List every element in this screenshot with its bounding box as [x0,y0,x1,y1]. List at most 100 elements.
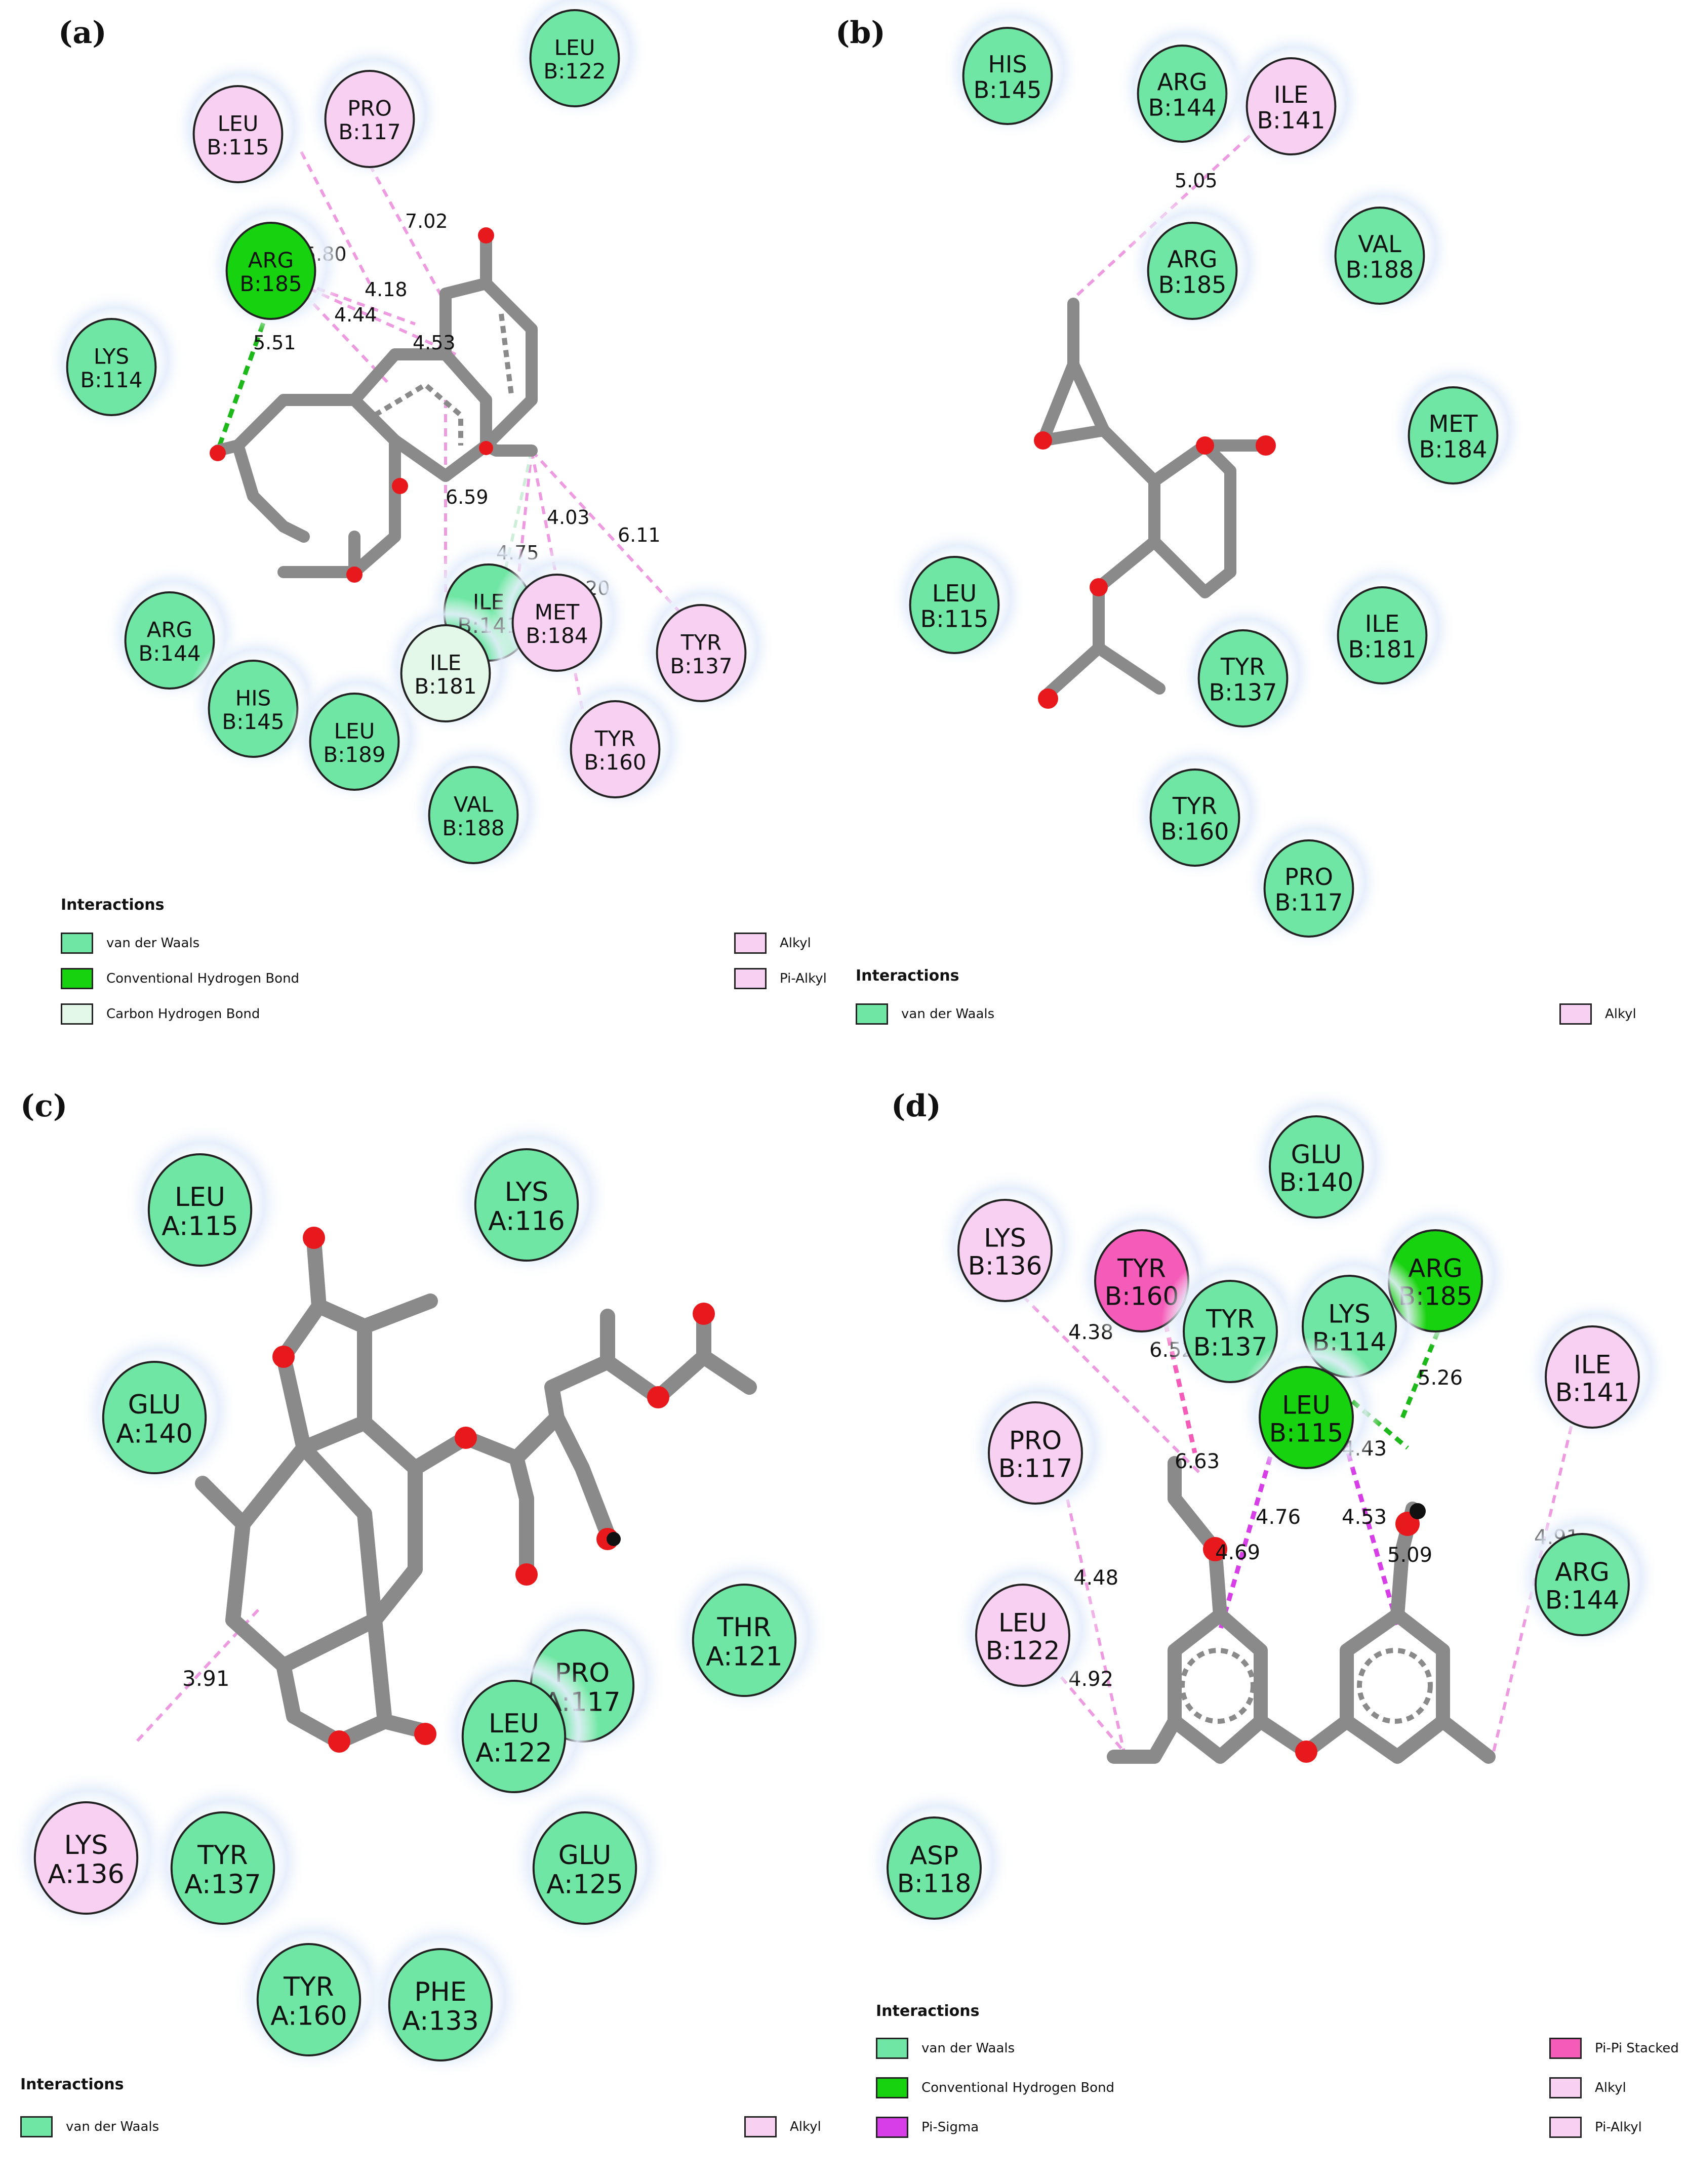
legend-label: van der Waals [921,2041,1015,2056]
legend-item-pialkyl: Pi-Alkyl [734,968,827,989]
legend-label: Carbon Hydrogen Bond [106,1006,260,1022]
residue-id: B:188 [1346,256,1414,284]
residue-id: A:115 [162,1211,238,1241]
residue-id: B:137 [1193,1332,1268,1362]
residue-name: TYR [283,1972,334,2002]
residue-disc [1183,1280,1278,1383]
residue-id: B:122 [543,59,606,84]
legend-item-alkyl: Alkyl [734,933,811,954]
panel-d-ligand [1107,1456,1496,1764]
legend-label: Alkyl [790,2119,821,2134]
residue-disc [957,1199,1053,1302]
residue-id: B:145 [974,76,1042,104]
residue-name: ILE [1274,81,1308,108]
residue-id: B:117 [1275,889,1343,916]
distance-label: 3.91 [182,1666,230,1691]
panel-a-residues: LEUB:122LEUB:115PROB:117ARGB:185LYSB:114… [46,0,775,878]
residue-name: LEU [1282,1391,1331,1420]
legend-label: Conventional Hydrogen Bond [921,2080,1115,2095]
residue-name: ARG [248,248,294,273]
residue-disc [962,27,1053,125]
residue-id: B:137 [1209,679,1277,706]
legend-label: Conventional Hydrogen Bond [106,971,300,986]
residue-id: B:188 [442,816,504,840]
panel-d-diagram: 4.38 6.52 5.26 6.63 4.43 4.76 4.53 4.69 … [865,1086,1670,1934]
legend-swatch-vdw [876,2038,908,2059]
distance-label: 4.44 [334,304,377,326]
residue-disc [1545,1325,1640,1429]
residue-name: LYS [984,1224,1026,1253]
legend-swatch-hbond [876,2077,908,2098]
residue-id: A:136 [48,1859,124,1889]
legend-swatch-pisigma [876,2117,908,2138]
residue-disc [529,9,620,107]
residue-name: MET [1429,410,1478,437]
residue-disc [192,85,284,183]
residue-name: LEU [998,1608,1047,1638]
distance-label: 6.59 [446,486,489,508]
residue-name: TYR [1172,792,1217,820]
panel-d-label: (d) [891,1088,941,1124]
legend-swatch-pialkyl [734,968,767,989]
residue-id: A:121 [706,1641,782,1672]
residue-disc [309,693,400,791]
residue-name: LYS [1328,1300,1371,1329]
residue-name: LYS [94,344,129,369]
residue-id: B:140 [1279,1168,1354,1197]
residue-id: B:141 [1257,107,1326,134]
residue-disc [388,1948,493,2061]
residue-name: TYR [1220,653,1265,680]
residue-name: PRO [1009,1426,1062,1455]
residue-name: TYR [1117,1254,1166,1283]
panel-a-label: (a) [58,15,107,51]
residue-name: ILE [1574,1350,1611,1380]
residue-name: GLU [558,1840,612,1871]
residue-name: THR [717,1612,772,1643]
residue-name: TYR [594,726,636,751]
residue-id: B:115 [920,605,989,633]
residue-name: ASP [910,1841,958,1871]
legend-label: Pi-Pi Stacked [1595,2041,1679,2056]
legend-label: Pi-Alkyl [1595,2120,1642,2135]
distance-label: 5.51 [253,332,296,354]
legend-swatch-vdw [61,933,93,954]
residue-disc [66,318,157,416]
residue-disc [887,1816,982,1920]
residue-id: B:189 [323,742,385,767]
residue-name: MET [535,600,580,625]
panel-c-distances: 3.91 [182,1666,230,1691]
legend-label: Pi-Alkyl [780,971,827,986]
residue-id: B:117 [998,1454,1073,1483]
legend-item-alkyl: Alkyl [1559,1003,1636,1025]
residue-disc [1535,1533,1630,1636]
residue-name: ARG [1408,1254,1463,1283]
residue-disc [1149,769,1240,867]
panel-c-legend-title: Interactions [20,2076,124,2093]
residue-name: TYR [680,630,722,655]
residue-id: A:116 [488,1206,565,1236]
residue-disc [1263,839,1354,938]
legend-label: van der Waals [106,936,200,951]
legend-label: Pi-Sigma [921,2120,979,2135]
legend-label: Alkyl [1595,2080,1626,2095]
residue-disc [1337,586,1428,684]
residue-disc [1246,57,1337,155]
panel-d-legend-title: Interactions [876,2002,980,2020]
residue-name: LEU [175,1182,225,1212]
legend-swatch-vdw [856,1003,888,1025]
residue-name: VAL [454,792,494,817]
